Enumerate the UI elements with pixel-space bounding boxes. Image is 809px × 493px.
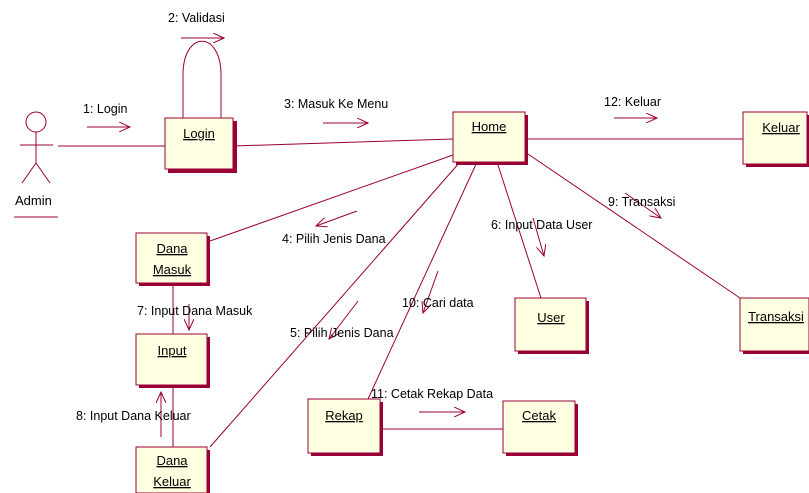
object-dana-keluar-line1: Dana [156,453,188,468]
object-home[interactable]: Home [452,111,528,165]
object-input[interactable]: Input [135,333,210,388]
msg-arrow-4 [316,210,358,226]
msg-label-12: 12: Keluar [604,95,661,109]
msg-label-10: 10: Cari data [402,296,474,310]
object-box [135,446,208,493]
object-box [514,297,587,352]
actor-leg-left [21,162,37,184]
object-dana-keluar-line2: Keluar [153,474,191,489]
link-home-danakeluar [209,161,461,448]
object-box [135,232,208,284]
object-box [135,333,208,386]
object-transaksi-label: Transaksi [748,309,804,324]
object-box [307,398,381,454]
object-rekap[interactable]: Rekap [307,398,383,456]
msg-label-2: 2: Validasi [168,11,225,25]
msg-arrow-9 [624,192,661,218]
link-login-home [232,138,454,147]
link-home-danamasuk [209,154,454,242]
actor-leg-right [35,162,51,184]
actor-admin[interactable]: Admin [14,111,58,218]
msg-arrow-6 [532,217,544,256]
actor-label: Admin [15,193,52,208]
link-home-rekap [367,161,478,400]
msg-label-9: 9: Transaksi [608,195,675,209]
msg-label-3: 3: Masuk Ke Menu [284,97,388,111]
msg-label-1: 1: Login [83,102,128,116]
object-box [502,400,576,454]
actor-head [25,111,47,133]
object-box [164,117,234,170]
object-input-label: Input [158,343,187,358]
msg-label-7: 7: Input Dana Masuk [137,304,253,318]
message-labels: 1: Login 2: Validasi 3: Masuk Ke Menu 12… [76,11,675,423]
object-dana-masuk[interactable]: Dana Masuk [135,232,210,286]
msg-label-5: 5: Pilih Jenis Dana [290,326,394,340]
object-login[interactable]: Login [164,117,237,173]
link-login-self [182,40,222,118]
object-user[interactable]: User [514,297,589,354]
object-dana-keluar[interactable]: Dana Keluar [135,446,210,493]
link-home-transaksi [524,151,741,299]
object-keluar[interactable]: Keluar [742,111,809,167]
object-login-label: Login [183,126,215,141]
msg-arrow-10 [423,270,439,313]
object-box [739,297,809,352]
object-box [452,111,526,163]
msg-label-6: 6: Input Data User [491,218,592,232]
msg-arrow-5 [329,300,359,339]
object-rekap-label: Rekap [325,408,363,423]
object-cetak-label: Cetak [522,408,556,423]
msg-label-11: 11: Cetak Rekap Data [371,387,493,401]
links [58,40,743,448]
object-home-label: Home [472,119,507,134]
object-box [742,111,808,165]
object-dana-masuk-line1: Dana [156,241,188,256]
object-keluar-label: Keluar [762,120,800,135]
message-arrows [87,38,661,437]
link-home-user [496,161,542,299]
msg-label-8: 8: Input Dana Keluar [76,409,191,423]
object-user-label: User [537,310,565,325]
msg-label-4: 4: Pilih Jenis Dana [282,232,386,246]
object-transaksi[interactable]: Transaksi [739,297,809,354]
object-cetak[interactable]: Cetak [502,400,578,456]
object-dana-masuk-line2: Masuk [153,262,192,277]
